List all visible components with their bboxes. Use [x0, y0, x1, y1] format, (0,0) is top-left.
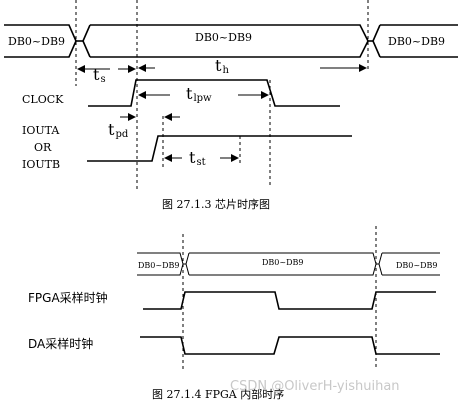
- fig1-bus-label-mid: DB0~DB9: [195, 31, 252, 44]
- watermark: CSDN @OliverH-yishuihan: [230, 379, 400, 394]
- fig1-ts-label: ts: [93, 65, 106, 85]
- fig1-th-label: th: [215, 56, 229, 76]
- fig1-bus-label-left: DB0~DB9: [8, 35, 65, 48]
- fig1-clock-waveform: [88, 79, 340, 107]
- fig1-caption: 图 27.1.3 芯片时序图: [162, 197, 270, 211]
- fig2-da-clock-label: DA采样时钟: [28, 336, 93, 351]
- figure-fpga-timing: DB0~DB9 DB0~DB9 DB0~DB9 FPGA采样时钟 DA采样时钟 …: [28, 226, 440, 401]
- fig1-ioutb-label: IOUTB: [22, 158, 60, 171]
- fig2-caption: 图 27.1.4 FPGA 内部时序: [152, 387, 284, 401]
- fig1-tpd-label: tpd: [108, 120, 129, 140]
- fig2-bus-label-left: DB0~DB9: [138, 261, 179, 270]
- fig2-bus-label-mid: DB0~DB9: [262, 258, 303, 267]
- fig1-output-waveform: [87, 135, 352, 162]
- fig2-fpga-clock-label: FPGA采样时钟: [28, 290, 108, 305]
- figure-chip-timing: DB0~DB9 DB0~DB9 DB0~DB9 ts th CLOCK tlpw…: [4, 0, 458, 211]
- fig1-iouta-label: IOUTA: [22, 124, 60, 137]
- fig1-data-bus: [4, 24, 458, 58]
- fig1-or-label: OR: [34, 141, 52, 154]
- fig2-da-clock-waveform: [140, 336, 440, 355]
- fig1-tst-label: tst: [189, 148, 206, 168]
- fig2-bus-label-right: DB0~DB9: [396, 261, 437, 270]
- fig1-tlpw-label: tlpw: [186, 84, 212, 104]
- fig1-bus-label-right: DB0~DB9: [388, 35, 445, 48]
- fig2-fpga-clock-waveform: [143, 291, 436, 310]
- fig1-clock-label: CLOCK: [22, 93, 64, 106]
